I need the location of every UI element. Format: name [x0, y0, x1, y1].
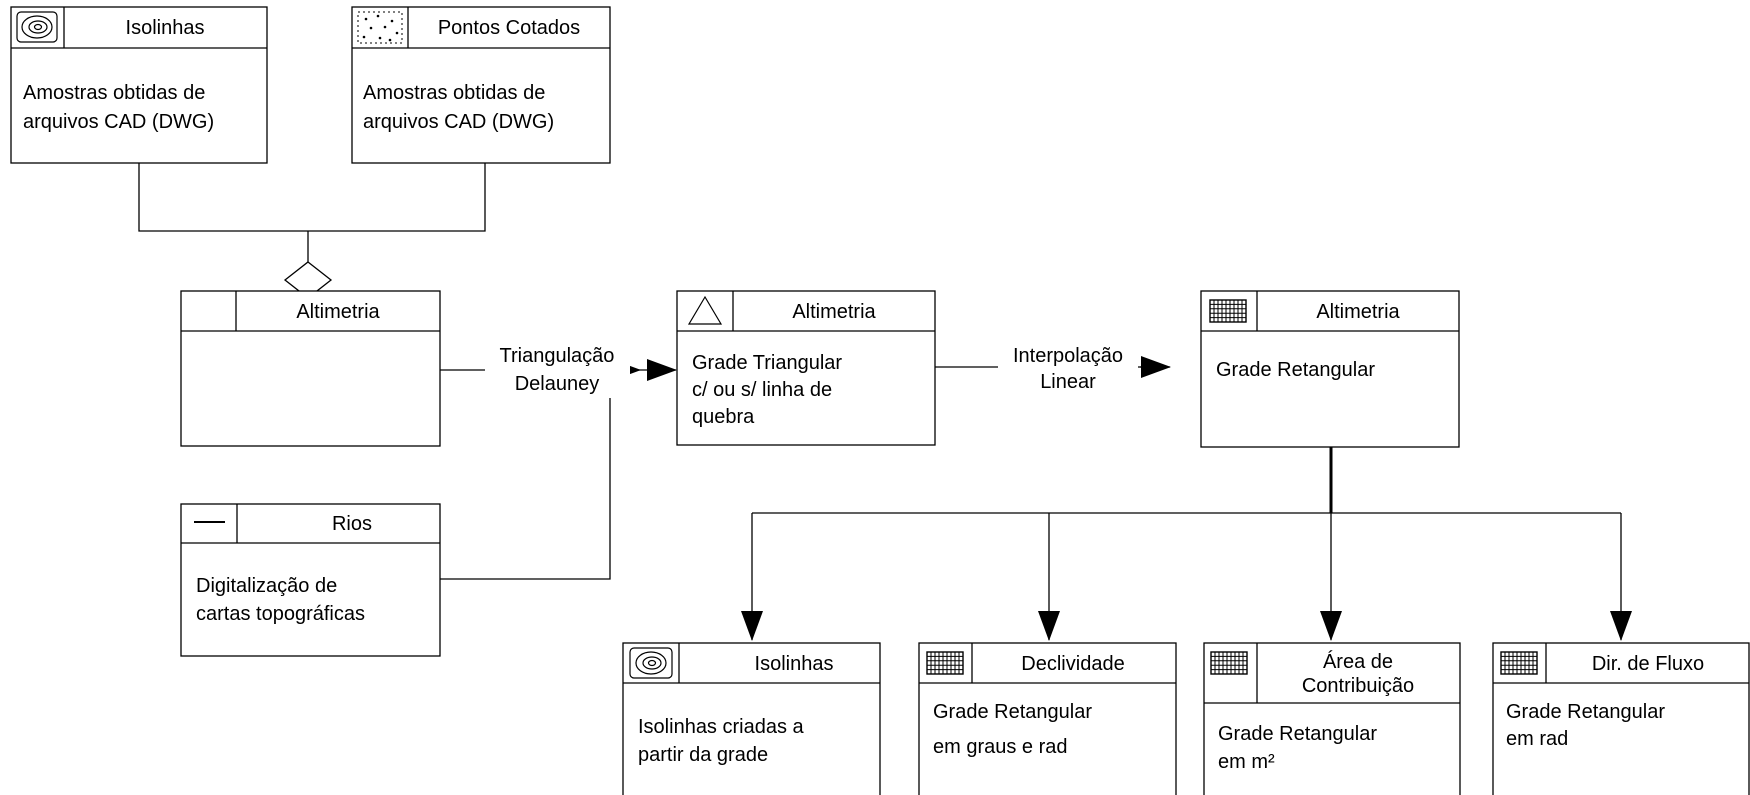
- triangle-icon: [687, 295, 723, 325]
- box-body-line-3: quebra: [692, 406, 755, 428]
- box-isolinhas-source: Isolinhas Amostras obtidas de arquivos C…: [10, 6, 268, 164]
- edge-label-triangulacao: Triangulação Delauney: [485, 340, 630, 398]
- grid-icon: [1209, 299, 1247, 323]
- points-icon: [357, 11, 403, 44]
- box-body-line-2: c/ ou s/ linha de: [692, 379, 832, 401]
- edge-label-line-1: Interpolação: [1013, 345, 1123, 367]
- connectors: [138, 163, 1632, 641]
- rios-connector: [440, 395, 611, 580]
- box-title: Dir. de Fluxo: [1592, 653, 1704, 675]
- box-declividade: Declividade Grade Retangular em graus e …: [918, 642, 1177, 795]
- box-body-line-2: arquivos CAD (DWG): [23, 111, 214, 133]
- box-title: Rios: [332, 513, 372, 535]
- box-body-line-2: em graus e rad: [933, 736, 1068, 758]
- box-title: Altimetria: [792, 301, 876, 323]
- box-altimetria-tin: Altimetria Grade Triangular c/ ou s/ lin…: [676, 290, 936, 446]
- box-altimetria-grid: Altimetria Grade Retangular: [1200, 290, 1460, 448]
- box-body-line-2: arquivos CAD (DWG): [363, 111, 554, 133]
- box-body-line-1: Grade Retangular: [1218, 723, 1377, 745]
- box-dir-fluxo: Dir. de Fluxo Grade Retangular em rad: [1492, 642, 1750, 795]
- box-title: Altimetria: [1316, 301, 1400, 323]
- box-body-line-1: Digitalização de: [196, 575, 337, 597]
- box-title: Isolinhas: [755, 653, 834, 675]
- box-rios: Rios Digitalização de cartas topográfica…: [180, 503, 441, 657]
- box-body-line-2: cartas topográficas: [196, 603, 365, 625]
- contour-icon: [16, 11, 58, 43]
- box-body-line-1: Grade Triangular: [692, 352, 842, 374]
- box-body-line-1: Amostras obtidas de: [363, 82, 545, 104]
- merge-connector: [138, 163, 486, 232]
- box-body-line-1: Grade Retangular: [933, 701, 1092, 723]
- edge-label-line-2: Linear: [1040, 371, 1096, 393]
- contour-icon: [629, 647, 673, 679]
- edge-label-interpolacao: Interpolação Linear: [998, 338, 1138, 394]
- box-isolinhas-output: Isolinhas Isolinhas criadas a partir da …: [622, 642, 881, 795]
- box-title: Declividade: [1021, 653, 1124, 675]
- grid-icon: [1210, 651, 1248, 675]
- box-body-line-1: Amostras obtidas de: [23, 82, 205, 104]
- box-body-line-1: Isolinhas criadas a: [638, 716, 805, 738]
- box-body-line-2: em m²: [1218, 751, 1275, 773]
- box-title: Altimetria: [296, 301, 380, 323]
- box-body-line-2: partir da grade: [638, 744, 768, 766]
- box-body-line-1: Grade Retangular: [1506, 701, 1665, 723]
- box-title-line-2: Contribuição: [1302, 675, 1414, 697]
- box-area-contribuicao: Área de Contribuição Grade Retangular em…: [1203, 642, 1461, 795]
- edge-label-line-1: Triangulação: [500, 345, 615, 367]
- box-altimetria-merged: Altimetria: [180, 290, 441, 447]
- box-title: Pontos Cotados: [438, 17, 580, 39]
- grid-icon: [926, 651, 964, 675]
- box-pontos-cotados: Pontos Cotados Amostras obtidas de arqui…: [351, 6, 611, 164]
- box-title-line-1: Área de: [1323, 650, 1393, 673]
- box-body-line-2: em rad: [1506, 728, 1568, 750]
- edge-label-line-2: Delauney: [515, 373, 600, 395]
- box-title: Isolinhas: [126, 17, 205, 39]
- grid-icon: [1500, 651, 1538, 675]
- box-body-line-1: Grade Retangular: [1216, 359, 1375, 381]
